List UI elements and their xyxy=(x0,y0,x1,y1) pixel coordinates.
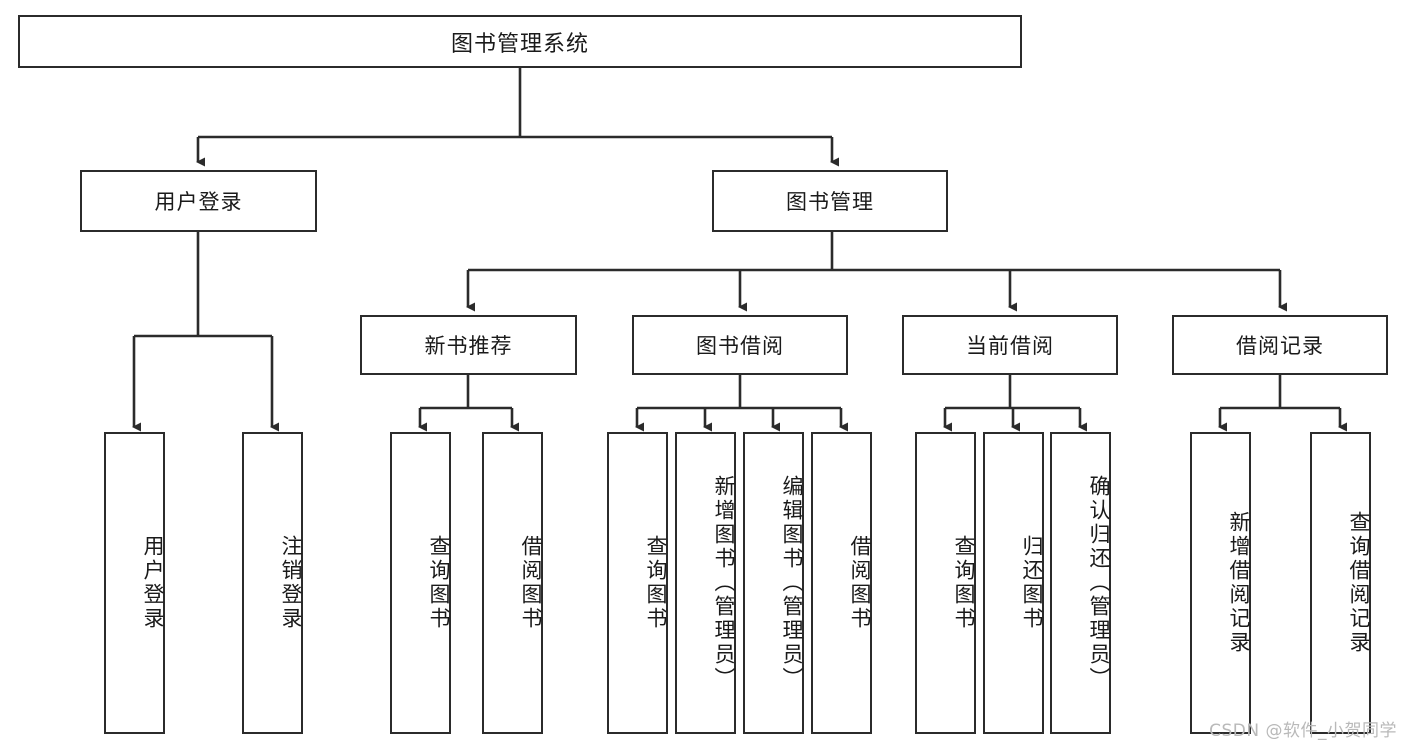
node-label: 查询图书 xyxy=(427,535,451,631)
watermark-text: CSDN @软件_小贺同学 xyxy=(1209,721,1397,741)
node-label: 图书管理系统 xyxy=(450,31,589,57)
node-new-book-recommend[interactable]: 新书推荐 xyxy=(360,315,577,375)
leaf-add-borrow-record[interactable]: 新增借阅记录 xyxy=(1190,432,1251,734)
node-book-borrow[interactable]: 图书借阅 xyxy=(632,315,848,375)
leaf-query-books-recommend[interactable]: 查询图书 xyxy=(390,432,451,734)
node-label: 编辑图书（管理员） xyxy=(780,475,804,691)
node-root-book-management-system[interactable]: 图书管理系统 xyxy=(18,15,1022,68)
node-label: 查询借阅记录 xyxy=(1347,511,1371,655)
leaf-borrow-books-recommend[interactable]: 借阅图书 xyxy=(482,432,543,734)
node-label: 借阅图书 xyxy=(519,535,543,631)
leaf-borrow-books[interactable]: 借阅图书 xyxy=(811,432,872,734)
node-user-login[interactable]: 用户登录 xyxy=(80,170,317,232)
leaf-confirm-return-admin[interactable]: 确认归还（管理员） xyxy=(1050,432,1111,734)
node-label: 归还图书 xyxy=(1020,535,1044,631)
node-label: 借阅记录 xyxy=(1236,334,1324,358)
node-label: 查询图书 xyxy=(952,535,976,631)
leaf-logout-login[interactable]: 注销登录 xyxy=(242,432,303,734)
node-label: 新书推荐 xyxy=(424,334,513,358)
leaf-query-books-current[interactable]: 查询图书 xyxy=(915,432,976,734)
node-label: 查询图书 xyxy=(644,535,668,631)
node-label: 注销登录 xyxy=(279,535,303,631)
node-label: 确认归还（管理员） xyxy=(1087,475,1111,691)
leaf-add-book-admin[interactable]: 新增图书（管理员） xyxy=(675,432,736,734)
leaf-query-borrow-record[interactable]: 查询借阅记录 xyxy=(1310,432,1371,734)
node-label: 借阅图书 xyxy=(848,535,872,631)
leaf-edit-book-admin[interactable]: 编辑图书（管理员） xyxy=(743,432,804,734)
node-label: 当前借阅 xyxy=(966,334,1054,358)
node-label: 图书借阅 xyxy=(696,334,784,358)
node-label: 图书管理 xyxy=(786,190,874,214)
node-label: 用户登录 xyxy=(154,190,243,214)
leaf-query-books-borrow[interactable]: 查询图书 xyxy=(607,432,668,734)
leaf-user-login[interactable]: 用户登录 xyxy=(104,432,165,734)
node-label: 新增图书（管理员） xyxy=(712,475,736,691)
node-borrow-record[interactable]: 借阅记录 xyxy=(1172,315,1388,375)
node-book-management[interactable]: 图书管理 xyxy=(712,170,948,232)
node-current-borrow[interactable]: 当前借阅 xyxy=(902,315,1118,375)
leaf-return-books[interactable]: 归还图书 xyxy=(983,432,1044,734)
node-label: 新增借阅记录 xyxy=(1227,511,1251,655)
node-label: 用户登录 xyxy=(141,535,165,631)
